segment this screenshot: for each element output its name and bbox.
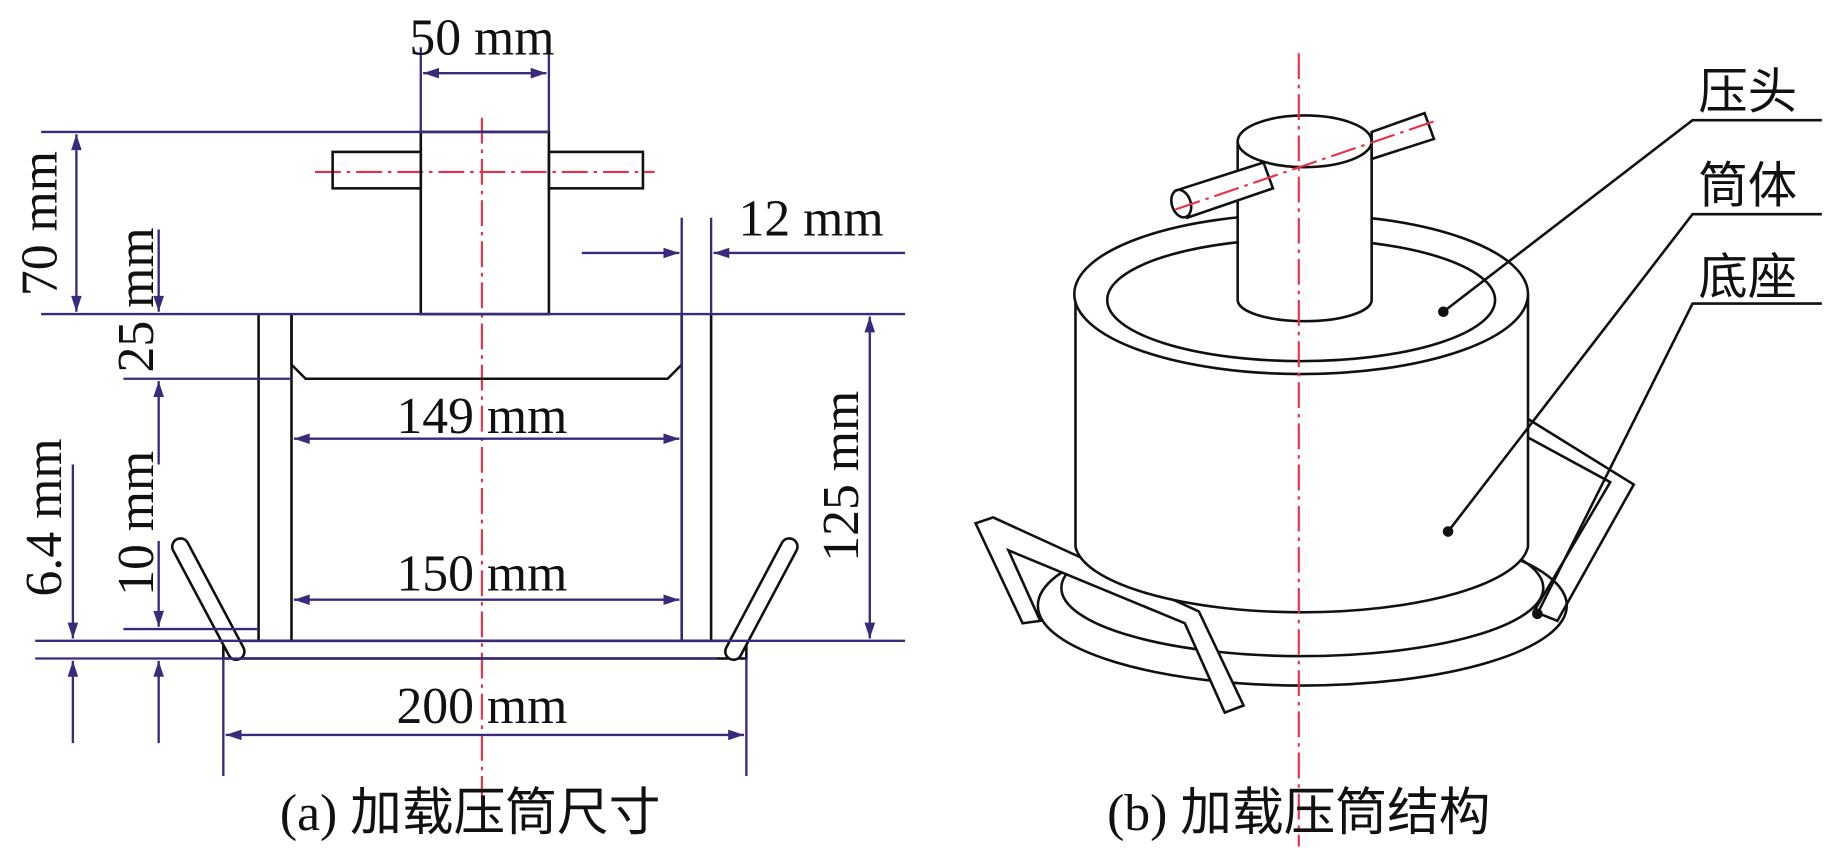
dim-50mm: 50 mm [409,9,554,66]
left-leg [170,537,246,661]
leader-lines [1438,118,1822,620]
handle-centerline-b [1175,120,1435,211]
label-cylinder-body: 筒体 [1698,156,1797,214]
press-head [1170,111,1436,323]
cylinder-body-section [170,314,799,661]
caption-b: (b) 加载压筒结构 [1107,785,1490,842]
right-leg [723,537,799,661]
label-press-head: 压头 [1698,62,1797,120]
dimension-drawing: 50 mm 12 mm 149 mm 150 mm 200 mm 70 mm 2… [11,9,906,842]
dim-12mm: 12 mm [738,190,883,247]
dimension-lines [35,47,906,777]
plunger [331,130,645,316]
right-handle [1524,416,1636,623]
piston [290,314,684,381]
dim-10mm: 10 mm [108,451,165,596]
base-plate [222,639,748,660]
dim-6.4mm: 6.4 mm [16,438,73,596]
dim-70mm: 70 mm [11,151,68,296]
dim-200mm: 200 mm [396,678,567,735]
caption-a: (a) 加载压筒尺寸 [280,785,661,842]
label-base-seat: 底座 [1698,248,1797,306]
dim-25mm: 25 mm [108,227,165,372]
structure-drawing: 压头 筒体 底座 (b) 加载压筒结构 [973,53,1822,847]
dim-125mm: 125 mm [813,391,870,562]
dim-149mm: 149 mm [396,388,567,445]
dim-150mm: 150 mm [396,545,567,602]
